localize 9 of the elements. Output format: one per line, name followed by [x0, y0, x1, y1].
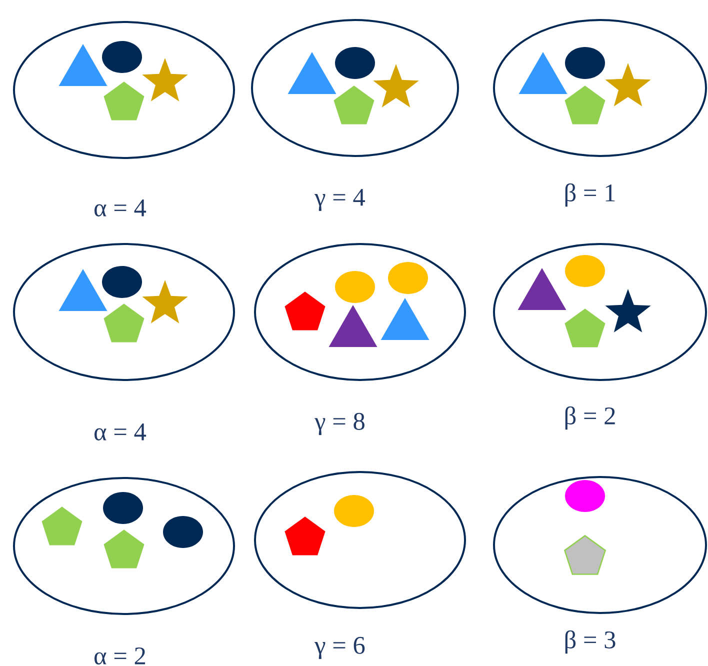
set-label: β = 3: [565, 630, 616, 654]
set-label: γ = 4: [314, 188, 366, 212]
set-label: β = 1: [565, 183, 615, 207]
set-label: γ = 8: [314, 412, 364, 436]
set-label: α = 4: [94, 200, 146, 216]
set-label: α = 4: [94, 424, 146, 440]
set-label: γ = 6: [314, 636, 365, 660]
set-label: α = 2: [94, 647, 146, 664]
set-label: β = 2: [565, 406, 615, 430]
